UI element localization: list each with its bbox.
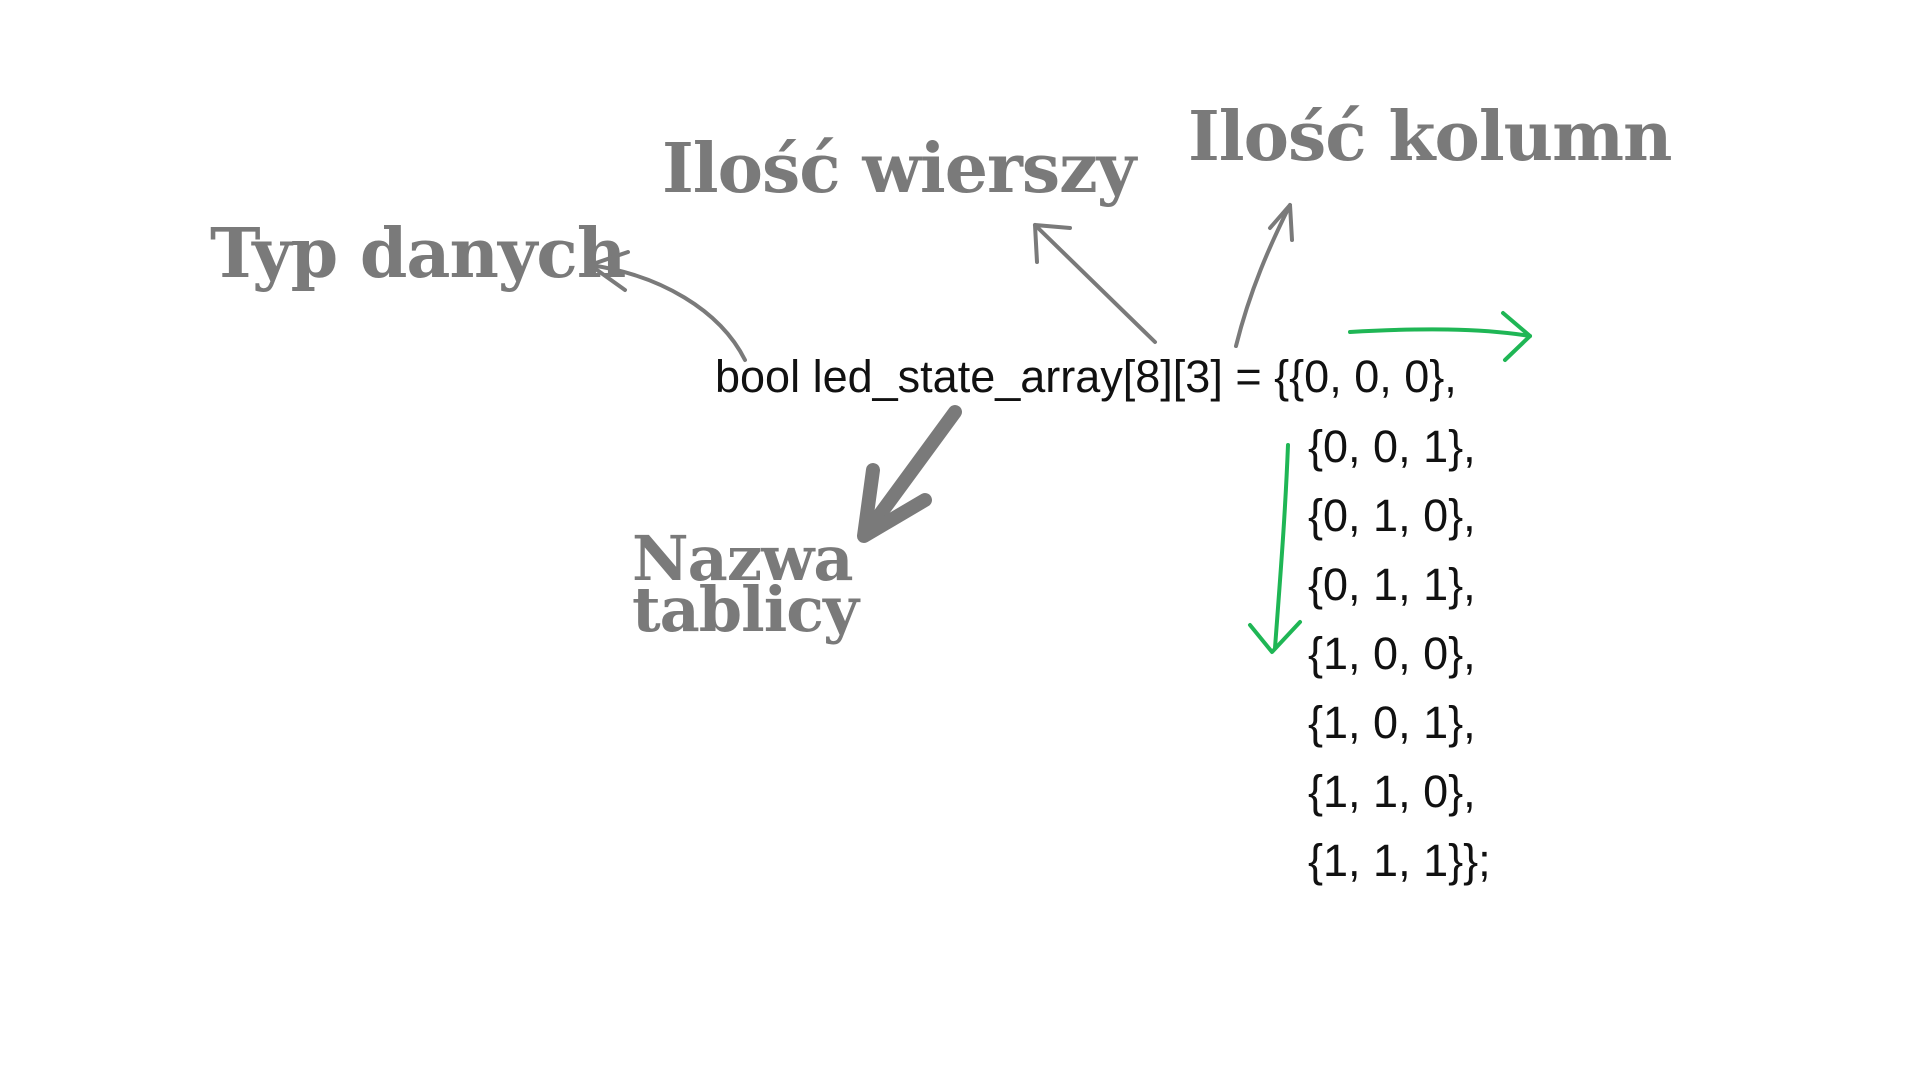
label-data-type: Typ danych <box>210 214 626 294</box>
code-row: {1, 0, 1}, <box>1308 697 1476 748</box>
code-row: {0, 1, 0}, <box>1308 490 1476 541</box>
green-arrow-rows-direction <box>1273 443 1290 650</box>
arrowhead-rows-count <box>1033 223 1072 264</box>
code-declaration: bool led_state_array[8][3] = {{0, 0, 0}, <box>715 351 1457 402</box>
green-arrow-columns-direction <box>1348 327 1532 338</box>
green-arrowhead-columns-direction <box>1501 311 1532 362</box>
label-array-name-line2: tablicy <box>632 572 859 646</box>
code-row: {1, 1, 0}, <box>1308 766 1476 817</box>
code-row: {1, 0, 0}, <box>1308 628 1476 679</box>
arrow-array-name <box>863 405 962 535</box>
code-row: {0, 0, 1}, <box>1308 421 1476 472</box>
label-rows-count: Ilość wierszy <box>662 129 1136 209</box>
arrow-columns-count <box>1234 203 1292 348</box>
code-row: {1, 1, 1}}; <box>1308 835 1491 886</box>
arrowhead-columns-count <box>1268 203 1294 242</box>
code-row: {0, 1, 1}, <box>1308 559 1476 610</box>
green-arrowhead-rows-direction <box>1248 620 1302 654</box>
arrow-rows-count <box>1033 223 1157 344</box>
label-columns-count: Ilość kolumn <box>1188 97 1672 177</box>
label-array-name-line1: Nazwa <box>632 522 854 595</box>
arrowhead-array-name <box>857 463 932 543</box>
label-array-name: Nazwa tablicy <box>632 522 859 646</box>
